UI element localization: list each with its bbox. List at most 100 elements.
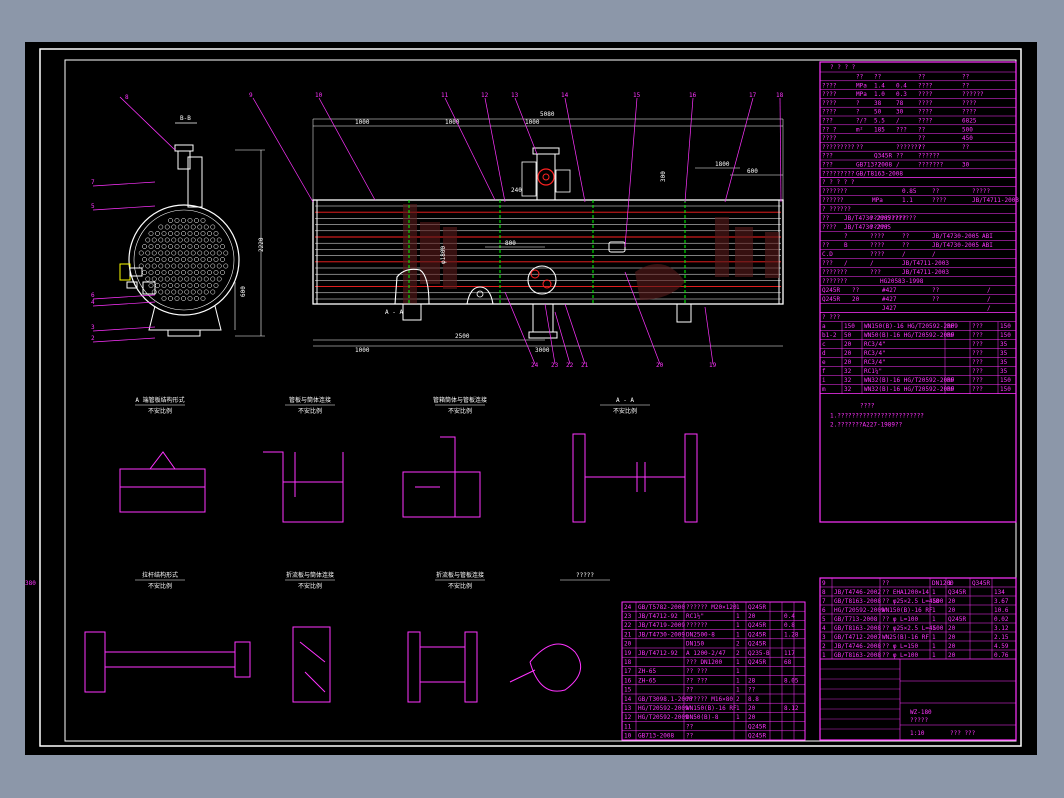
tube-hole: [177, 250, 183, 256]
table-cell-text: 10.6: [994, 607, 1009, 614]
table-cell-text: 6825: [962, 118, 977, 125]
dim-bottom-right: 3000: [535, 347, 550, 354]
callout-label: 22: [566, 362, 574, 369]
table-cell-text: ?? φ25×2.5 L=4500: [882, 598, 944, 605]
detail-drawing: [292, 626, 331, 703]
table-cell-text: GB/T3098.1-2000: [638, 696, 693, 703]
tube-hole: [187, 244, 193, 249]
tube-hole: [145, 276, 151, 282]
detail-scale: 不安比例: [148, 407, 172, 415]
table-cell-text: 1: [932, 625, 936, 632]
tube-hole: [171, 276, 177, 282]
table-cell-text: 8: [822, 589, 826, 596]
tube-hole: [187, 257, 193, 262]
table-cell-text: 30: [896, 109, 904, 116]
table-cell-text: 68: [784, 659, 792, 666]
table-cell-text: 1: [932, 652, 936, 659]
table-cell-text: 8.8: [748, 696, 759, 703]
table-cell-text: Q245R: [822, 296, 840, 303]
dim-noz-h2: 800: [505, 240, 516, 247]
table-cell-text: ??: [686, 723, 694, 730]
table-cell-text: DN1200: [932, 580, 954, 587]
table-cell-text: ??: [896, 153, 904, 160]
table-cell-text: ??: [962, 82, 970, 89]
table-cell-text: ????: [822, 82, 837, 89]
detail-scale: 不安比例: [298, 407, 322, 415]
table-cell-text: JB/T4712-92: [638, 613, 678, 620]
table-cell-text: 20: [948, 607, 956, 614]
table-cell-text: ????: [822, 109, 837, 116]
table-cell-text: 150: [844, 323, 855, 330]
table-cell-text: WN32(B)-16 HG/T20592-2009: [864, 377, 955, 384]
tube-hole: [142, 270, 147, 275]
tube-hole: [177, 237, 183, 243]
table-cell-text: ??: [918, 126, 926, 133]
table-cell-text: 50: [844, 332, 852, 339]
tube-hole: [190, 289, 196, 295]
table-cell-text: m: [822, 386, 826, 393]
dim-seg3: 1000: [525, 119, 540, 126]
tube-hole: [194, 231, 199, 236]
table-cell-text: ????: [860, 403, 875, 410]
tube-hole: [164, 263, 170, 269]
table-cell-text: 0.8: [784, 622, 795, 629]
table-cell-text: 2.15: [994, 634, 1009, 641]
table-cell-text: ??: [856, 74, 864, 81]
tube-hole: [184, 263, 190, 269]
table-cell-text: ????: [918, 91, 933, 98]
tube-hole: [187, 231, 193, 236]
tube-hole: [168, 296, 173, 301]
table-cell-text: ??????: [962, 91, 984, 98]
main-elevation-view: 5080 1000 1000 1000: [249, 92, 784, 369]
table-cell-text: GB/T8163-2008: [834, 598, 881, 605]
detail-drawing: [402, 436, 481, 518]
table-cell-text: ?/?: [856, 118, 867, 125]
dim-height: 2220: [258, 237, 265, 252]
tube-hole: [194, 257, 199, 262]
table-cell-text: C.D: [822, 251, 833, 258]
leader-line: [444, 97, 496, 201]
table-cell-text: 1: [736, 631, 740, 638]
tube-hole: [171, 250, 177, 256]
tube-hole: [168, 244, 173, 249]
table-cell-text: JB/T4730-2005: [932, 242, 979, 249]
table-cell-text: GB/T5782-2000: [638, 604, 685, 611]
table-cell-text: 28: [748, 677, 756, 684]
leader-line: [544, 303, 556, 365]
table-cell-text: ????: [870, 242, 885, 249]
tube-hole: [213, 257, 219, 262]
dim-lower-r: 300: [660, 171, 667, 182]
table-cell-text: ??: [874, 74, 882, 81]
tube-hole: [207, 244, 212, 249]
table-cell-text: MPa: [856, 91, 867, 98]
table-cell-text: 1.28: [784, 631, 799, 638]
table-cell-text: RC3/4": [864, 350, 886, 357]
tube-hole: [177, 224, 183, 230]
title-block-subtitle: ?????: [910, 717, 928, 724]
table-cell-text: Q345R: [972, 580, 990, 587]
tube-hole: [181, 218, 186, 223]
table-cell-text: 5: [822, 616, 826, 623]
dim-noz-h: 240: [511, 187, 522, 194]
tube-hole: [161, 231, 167, 236]
tube-hole: [174, 244, 180, 249]
tube-hole: [207, 283, 212, 288]
tube-hole: [177, 263, 183, 269]
leader-line: [484, 97, 506, 203]
table-cell-text: Q245R: [748, 659, 766, 666]
tube-hole: [174, 257, 180, 262]
table-cell-text: ????: [822, 100, 837, 107]
tube-hole: [194, 218, 199, 223]
tube-hole: [213, 231, 219, 236]
table-cell-text: 1: [932, 643, 936, 650]
table-cell-text: 38: [874, 100, 882, 107]
table-cell-text: 450: [962, 135, 973, 142]
outer-border: [39, 48, 1022, 747]
table-cell-text: /: [987, 296, 991, 303]
leader-line: [684, 97, 694, 203]
tube-hole: [168, 218, 173, 223]
callout-label: 9: [249, 92, 253, 99]
